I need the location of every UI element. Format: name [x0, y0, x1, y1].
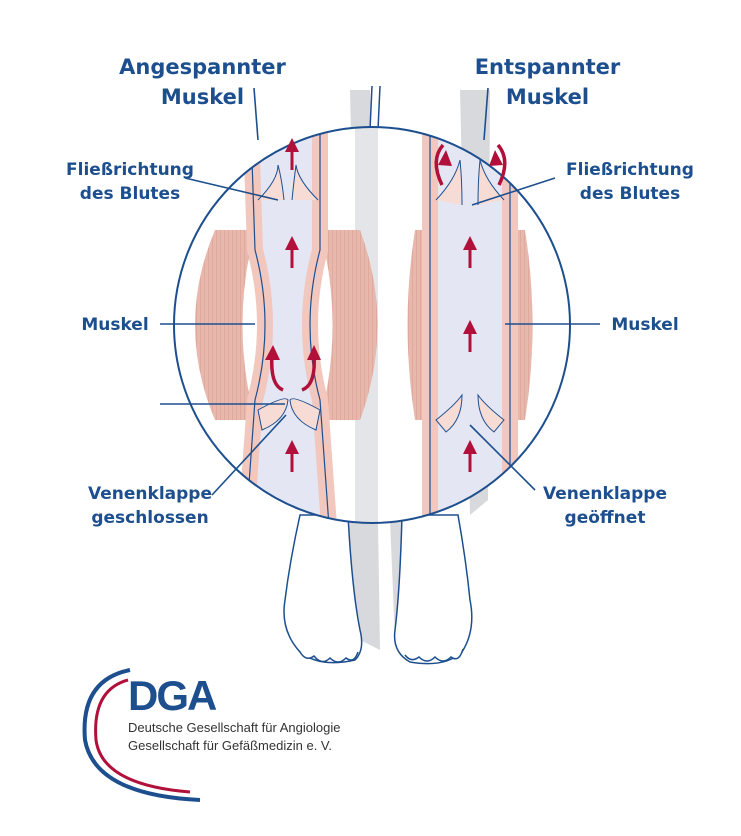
feet: [283, 514, 473, 665]
label-flow-left-line2: des Blutes: [79, 184, 181, 204]
arrow-return-right: [434, 143, 507, 186]
muscle-left-inner: [320, 230, 378, 420]
arrow-up-right-2: [463, 320, 477, 352]
label-muscle-right: Muskel: [611, 315, 679, 335]
title-tensed-line1: Angespannter: [119, 55, 286, 79]
label-flow-right: Fließrichtung des Blutes: [555, 158, 705, 206]
label-flow-left-line1: Fließrichtung: [66, 160, 194, 180]
label-valve-closed-line1: Venenklappe: [88, 484, 212, 504]
logo-line2: Gesellschaft für Gefäßmedizin e. V.: [128, 738, 333, 753]
title-relaxed-line1: Entspannter: [474, 55, 621, 79]
title-relaxed-muscle: Entspannter Muskel: [460, 52, 635, 112]
title-tensed-line2: Muskel: [160, 85, 245, 109]
logo-line1: Deutsche Gesellschaft für Angiologie: [128, 720, 341, 735]
arrow-up-right-1: [463, 236, 477, 268]
label-valve-closed-line2: geschlossen: [91, 508, 209, 528]
dga-logo-swoosh: [82, 668, 201, 802]
dga-logo-mark: DGA: [128, 672, 217, 719]
title-relaxed-line2: Muskel: [505, 85, 590, 109]
muscle-left-outer: [195, 230, 255, 420]
label-flow-right-line1: Fließrichtung: [566, 160, 694, 180]
magnifier: [173, 126, 571, 524]
leader-lines: [160, 87, 600, 496]
vein-left: [236, 127, 339, 523]
arrow-up-left-2: [285, 236, 299, 268]
arrow-up-left-1: [285, 138, 299, 170]
flow-arrows: [265, 138, 507, 472]
label-valve-open-line1: Venenklappe: [543, 484, 667, 504]
label-muscle-left: Muskel: [81, 315, 149, 335]
label-flow-left: Fließrichtung des Blutes: [55, 158, 205, 206]
label-valve-open: Venenklappe geöffnet: [530, 482, 680, 530]
title-tensed-muscle: Angespannter Muskel: [110, 52, 295, 112]
label-valve-open-line2: geöffnet: [564, 508, 646, 528]
label-valve-closed: Venenklappe geschlossen: [75, 482, 225, 530]
leg-outlines: [369, 85, 381, 131]
arrow-up-left-3: [285, 440, 299, 472]
label-flow-right-line2: des Blutes: [579, 184, 681, 204]
arrow-up-right-3: [463, 440, 477, 472]
